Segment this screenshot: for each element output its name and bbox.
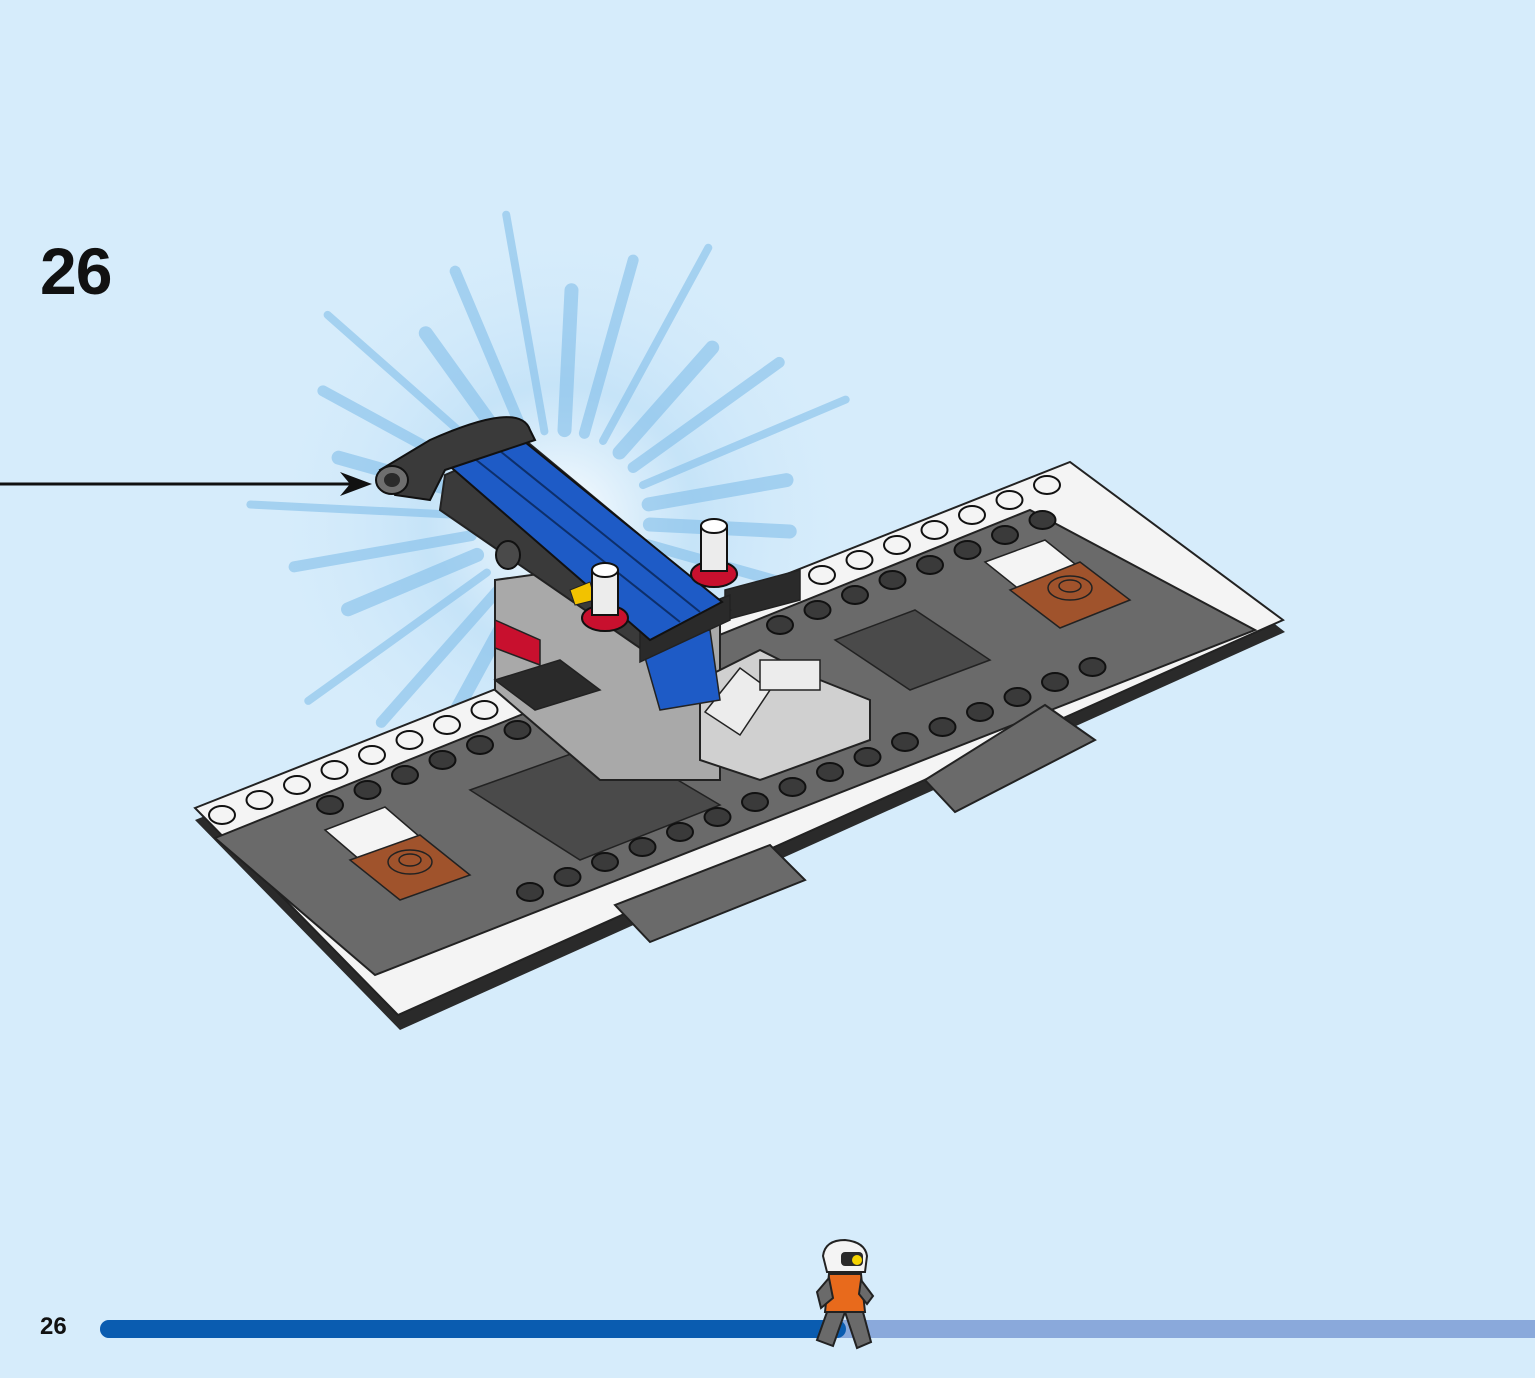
arrow-right-icon xyxy=(0,472,372,496)
minifigure-walker-icon xyxy=(815,1238,875,1350)
progress-bar-fill xyxy=(100,1320,847,1338)
post-left xyxy=(581,562,629,632)
step-number: 26 xyxy=(40,234,112,308)
post-right xyxy=(690,518,738,588)
blue-slope-part xyxy=(375,416,732,664)
brown-tile-right xyxy=(1008,561,1132,629)
brown-tile-left xyxy=(348,834,472,901)
page-number: 26 xyxy=(40,1313,67,1340)
progress-bar xyxy=(100,1320,1535,1338)
